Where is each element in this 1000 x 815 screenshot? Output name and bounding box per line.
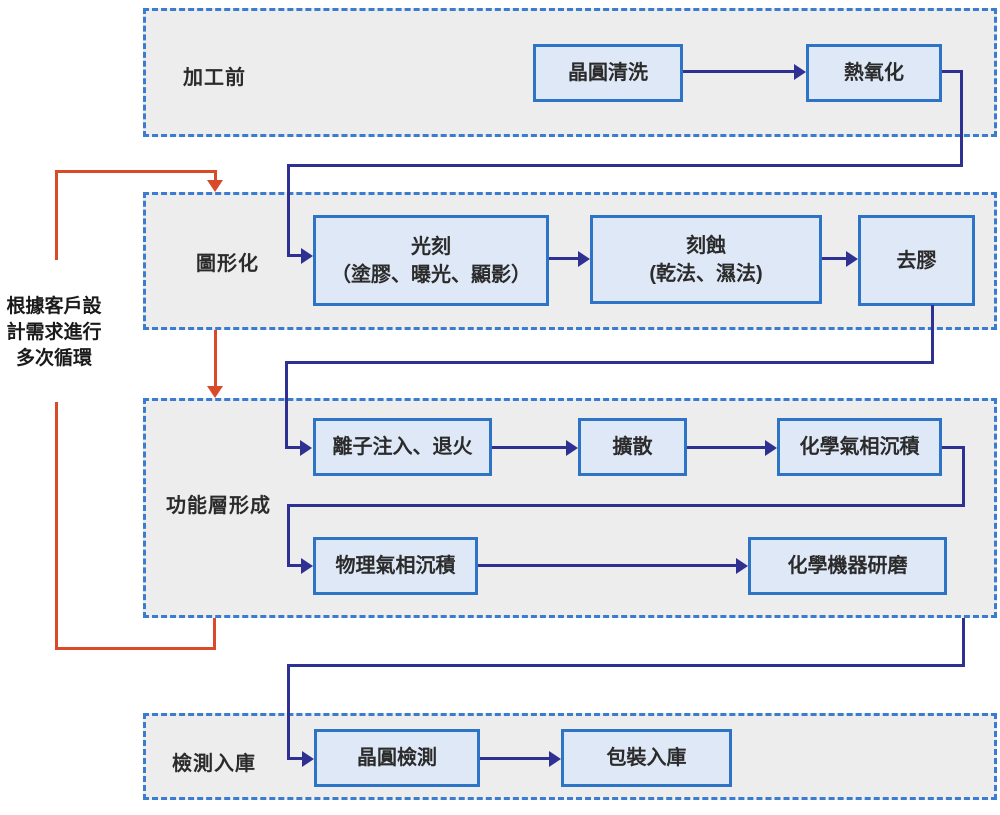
section-label-pre-processing: 加工前 — [183, 67, 246, 89]
node-diffusion: 擴散 — [578, 418, 687, 476]
node-label: 擴散 — [612, 436, 653, 458]
arrowhead-right-icon — [302, 751, 314, 767]
node-label: 物理氣相沉積 — [335, 555, 456, 577]
connector-segment — [931, 305, 934, 364]
connector-segment — [287, 564, 302, 567]
connector-segment — [285, 361, 934, 364]
loop-annotation-line3: 多次循環 — [15, 348, 92, 369]
loop-annotation-line1: 根據客戶設 — [6, 296, 102, 317]
node-wafer-inspection: 晶圓檢測 — [314, 729, 480, 787]
loop-segment — [214, 330, 217, 386]
node-label: 去膠 — [896, 249, 937, 272]
connector-segment — [287, 164, 963, 167]
node-thermal-oxidation: 熱氧化 — [806, 44, 942, 102]
arrowhead-right-icon — [566, 440, 578, 456]
loop-segment — [55, 402, 58, 650]
connector-segment — [960, 70, 963, 167]
node-resist-strip: 去膠 — [858, 215, 975, 306]
connector-segment — [492, 446, 566, 449]
node-physical-vapor-deposition: 物理氣相沉積 — [313, 537, 478, 595]
connector-segment — [962, 618, 965, 667]
connector-segment — [287, 504, 290, 567]
connector-segment — [287, 254, 302, 257]
node-sublabel: (乾法、濕法) — [649, 262, 763, 285]
node-label: 化學機器研磨 — [787, 555, 908, 577]
connector-segment — [287, 504, 965, 507]
connector-segment — [285, 361, 288, 449]
connector-segment — [942, 70, 963, 73]
connector-segment — [287, 664, 965, 667]
arrowhead-right-icon — [301, 558, 313, 574]
connector-segment — [687, 446, 765, 449]
loop-annotation: 根據客戶設 計需求進行 多次循環 — [0, 294, 108, 372]
arrowhead-right-icon — [300, 440, 312, 456]
connector-segment — [287, 164, 290, 257]
node-label: 化學氣相沉積 — [799, 436, 920, 458]
arrowhead-down-icon — [207, 386, 223, 398]
node-etching: 刻蝕 (乾法、濕法) — [590, 215, 822, 304]
loop-segment — [55, 170, 217, 173]
loop-annotation-line2: 計需求進行 — [6, 322, 102, 343]
node-label: 熱氧化 — [844, 62, 904, 84]
section-label-functional-layer: 功能層形成 — [166, 495, 271, 517]
connector-segment — [942, 446, 965, 449]
connector-segment — [683, 70, 794, 73]
connector-segment — [287, 664, 290, 760]
node-label: 晶圓檢測 — [357, 747, 437, 769]
section-label-patterning: 圖形化 — [196, 253, 259, 275]
node-sublabel: （塗膠、曝光、顯影） — [331, 263, 531, 286]
connector-segment — [962, 446, 965, 507]
loop-segment — [213, 618, 216, 650]
node-photolithography: 光刻 （塗膠、曝光、顯影） — [313, 215, 549, 306]
section-label-inspection-storage: 檢測入庫 — [172, 753, 256, 775]
node-label: 刻蝕 — [686, 234, 726, 257]
arrowhead-right-icon — [765, 440, 777, 456]
connector-segment — [287, 757, 303, 760]
node-label: 離子注入、退火 — [332, 436, 473, 458]
connector-segment — [478, 564, 736, 567]
arrowhead-right-icon — [549, 751, 561, 767]
arrowhead-right-icon — [846, 251, 858, 267]
arrowhead-right-icon — [578, 251, 590, 267]
node-chemical-vapor-deposition: 化學氣相沉積 — [777, 418, 942, 476]
node-label: 包裝入庫 — [606, 747, 687, 769]
node-packaging-storage: 包裝入庫 — [561, 729, 732, 787]
node-ion-implant-anneal: 離子注入、退火 — [313, 418, 492, 476]
connector-segment — [549, 257, 578, 260]
node-wafer-cleaning: 晶圓清洗 — [533, 44, 683, 102]
connector-segment — [822, 257, 846, 260]
arrowhead-down-icon — [207, 180, 223, 192]
connector-segment — [480, 757, 549, 760]
arrowhead-right-icon — [301, 248, 313, 264]
connector-segment — [285, 446, 301, 449]
loop-segment — [55, 647, 216, 650]
arrowhead-right-icon — [794, 64, 806, 80]
loop-segment — [55, 170, 58, 260]
node-label: 光刻 — [411, 235, 451, 258]
node-chemical-mechanical-polishing: 化學機器研磨 — [748, 537, 947, 595]
loop-segment — [214, 170, 217, 182]
node-label: 晶圓清洗 — [568, 62, 648, 84]
arrowhead-right-icon — [736, 558, 748, 574]
